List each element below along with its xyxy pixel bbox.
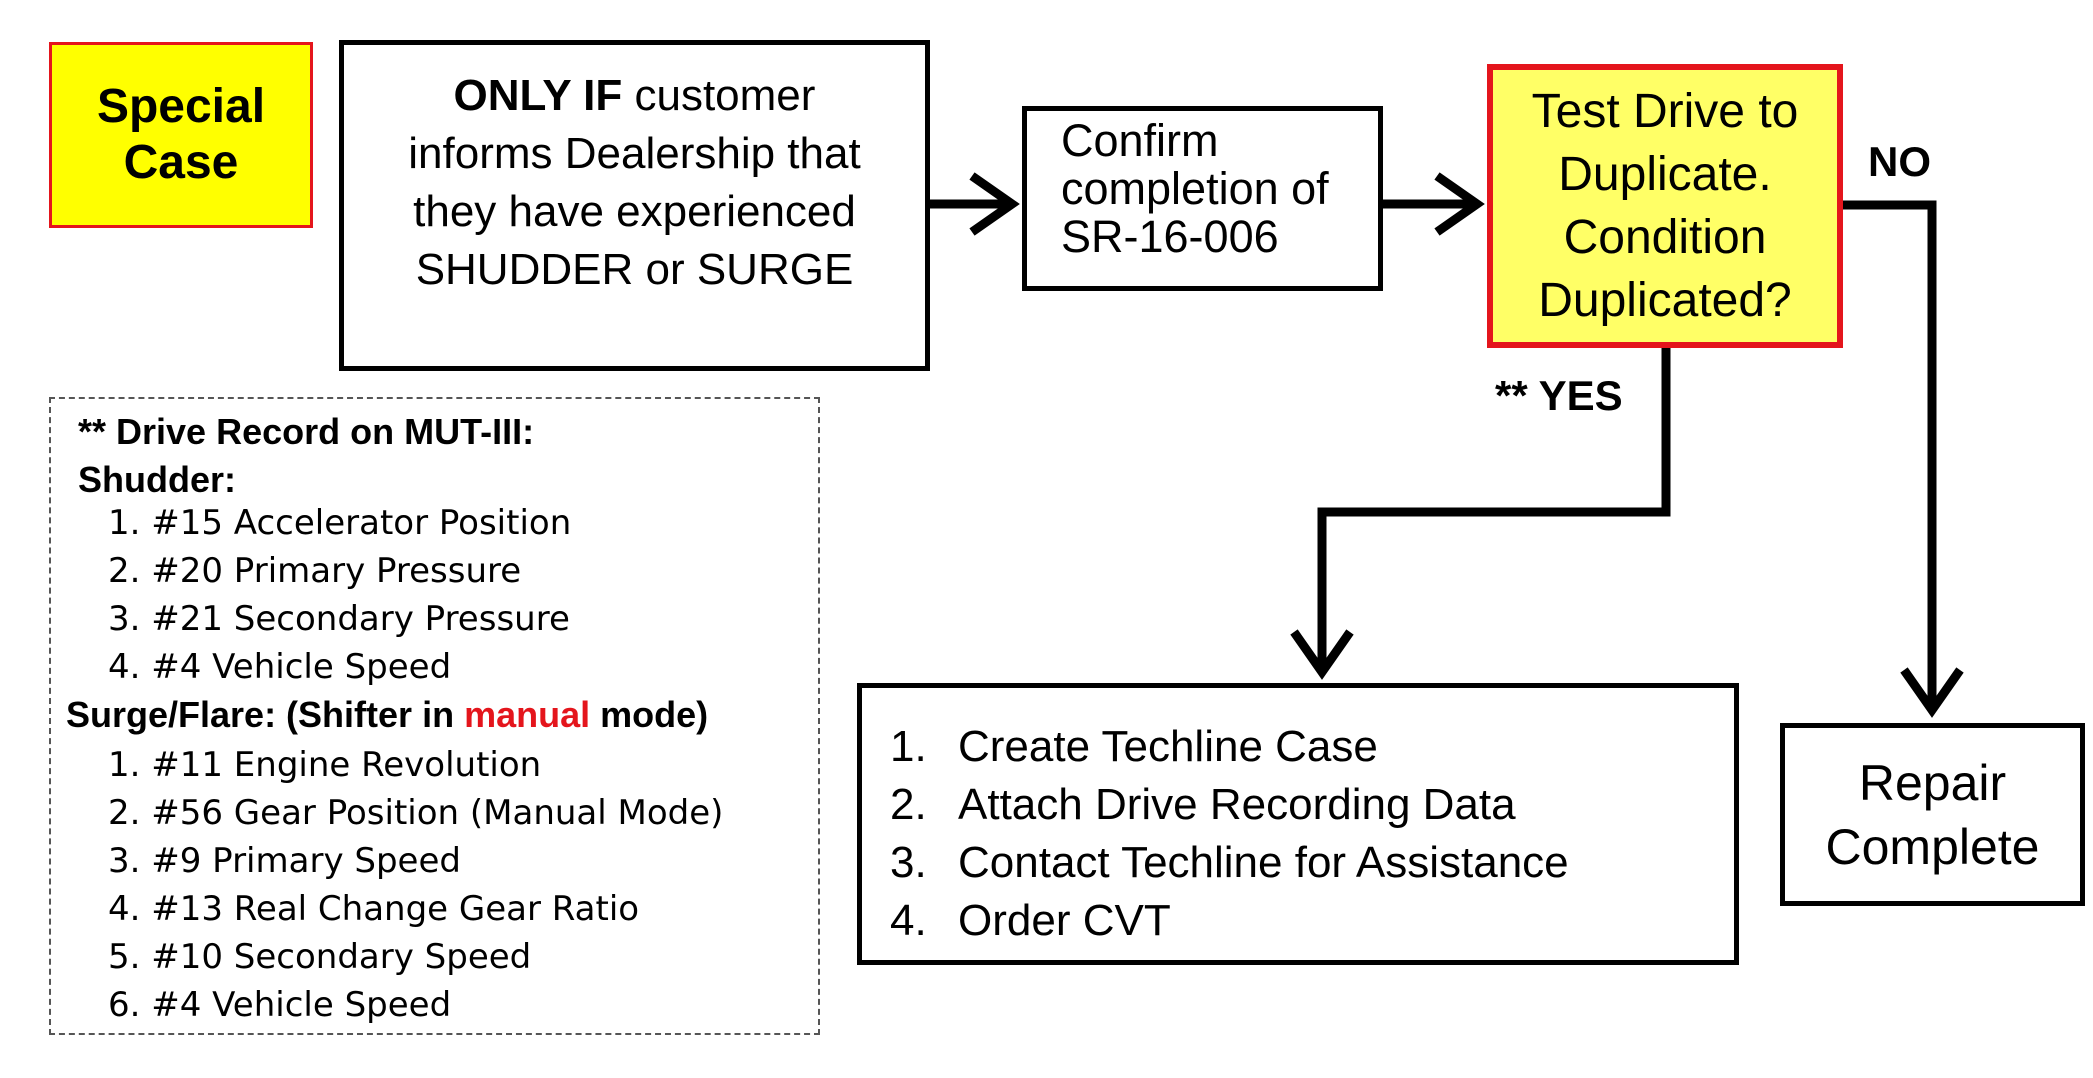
special-case-box: Special Case bbox=[49, 42, 313, 228]
shudder-item: 3. #21 Secondary Pressure bbox=[108, 599, 570, 639]
only-if-rest: customer bbox=[622, 71, 816, 120]
step-row: 2. Attach Drive Recording Data bbox=[890, 776, 1734, 834]
decision-line: Condition bbox=[1563, 211, 1767, 264]
confirm-line: Confirm bbox=[1061, 115, 1219, 166]
arrowhead-repair bbox=[1900, 667, 1964, 718]
surge-item: 5. #10 Secondary Speed bbox=[108, 937, 532, 977]
special-case-line2: Case bbox=[123, 136, 239, 189]
step-number: 2. bbox=[890, 780, 927, 829]
step-number: 1. bbox=[890, 722, 927, 771]
arrowhead-confirm bbox=[969, 172, 1020, 236]
repair-line: Complete bbox=[1825, 818, 2040, 875]
only-if-line1: ONLY IF customer bbox=[454, 67, 816, 125]
decision-line: Duplicated? bbox=[1538, 274, 1792, 327]
yes-label: ** YES bbox=[1495, 372, 1623, 419]
surge-item: 1. #11 Engine Revolution bbox=[108, 745, 542, 785]
only-if-line3: they have experienced bbox=[413, 187, 856, 236]
step-row: 4. Order CVT bbox=[890, 892, 1734, 950]
confirm-line: SR-16-006 bbox=[1061, 211, 1279, 262]
shudder-heading: Shudder: bbox=[78, 459, 236, 500]
connector-no-path bbox=[1843, 200, 1937, 708]
special-case-line1: Special bbox=[96, 80, 266, 133]
connector-yes-path bbox=[1317, 348, 1671, 670]
step-number: 3. bbox=[890, 838, 927, 887]
no-label: NO bbox=[1868, 138, 1931, 185]
step-text: Create Techline Case bbox=[958, 722, 1378, 771]
surge-prefix: Surge/Flare: (Shifter in bbox=[66, 694, 465, 735]
surge-highlight: manual bbox=[464, 694, 591, 735]
only-if-bold: ONLY IF bbox=[453, 71, 623, 120]
surge-suffix: mode) bbox=[590, 694, 709, 735]
shudder-item: 2. #20 Primary Pressure bbox=[108, 551, 522, 591]
step-text: Order CVT bbox=[958, 896, 1171, 945]
confirm-box: Confirm completion of SR-16-006 bbox=[1022, 106, 1383, 291]
only-if-line2: informs Dealership that bbox=[408, 129, 861, 178]
arrowhead-test-drive bbox=[1434, 172, 1485, 236]
confirm-line: completion of bbox=[1061, 163, 1329, 214]
repair-complete-box: Repair Complete bbox=[1780, 723, 2085, 906]
steps-box: 1. Create Techline Case 2. Attach Drive Re… bbox=[857, 683, 1739, 965]
step-text: Contact Techline for Assistance bbox=[958, 838, 1569, 887]
drive-record-panel bbox=[49, 397, 820, 1035]
shudder-item: 4. #4 Vehicle Speed bbox=[108, 647, 452, 687]
step-row: 3. Contact Techline for Assistance bbox=[890, 834, 1734, 892]
surge-item: 6. #4 Vehicle Speed bbox=[108, 985, 452, 1025]
decision-line: Duplicate. bbox=[1558, 148, 1772, 201]
only-if-line4: SHUDDER or SURGE bbox=[415, 245, 854, 294]
drive-record-title: ** Drive Record on MUT-III: bbox=[78, 411, 535, 452]
step-text: Attach Drive Recording Data bbox=[958, 780, 1516, 829]
surge-heading: Surge/Flare: (Shifter in manual mode) bbox=[66, 694, 708, 736]
step-number: 4. bbox=[890, 896, 927, 945]
decision-line: Test Drive to bbox=[1531, 85, 1799, 138]
arrowhead-steps bbox=[1290, 629, 1354, 680]
shudder-item: 1. #15 Accelerator Position bbox=[108, 503, 572, 543]
surge-item: 3. #9 Primary Speed bbox=[108, 841, 461, 881]
only-if-box: ONLY IF customer informs Dealership that… bbox=[339, 40, 930, 371]
step-row: 1. Create Techline Case bbox=[890, 718, 1734, 776]
repair-line: Repair bbox=[1858, 754, 2007, 811]
test-drive-decision-box: Test Drive to Duplicate. Condition Dupli… bbox=[1487, 64, 1843, 348]
surge-item: 2. #56 Gear Position (Manual Mode) bbox=[108, 793, 724, 833]
surge-item: 4. #13 Real Change Gear Ratio bbox=[108, 889, 640, 929]
